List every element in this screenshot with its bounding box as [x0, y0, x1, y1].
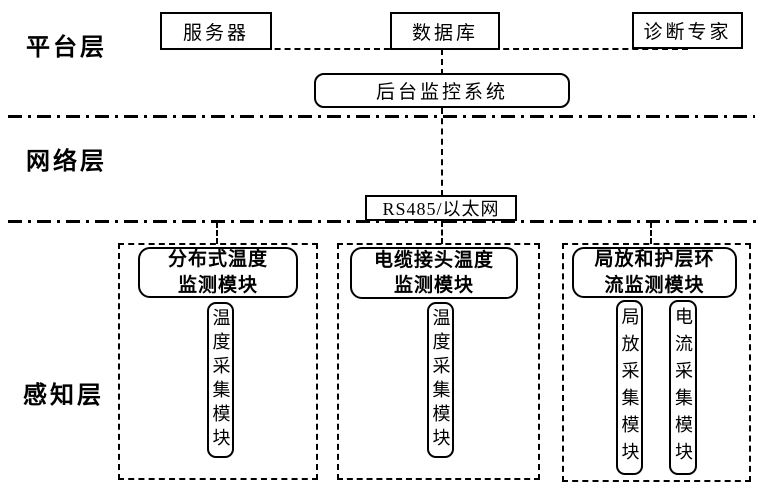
database-to-monitor-line: [441, 49, 443, 75]
collector-temp-1-label: 温度采集模块: [210, 308, 231, 452]
collector-pd-label: 局放采集模块: [619, 306, 640, 469]
database-node: 数据库: [390, 12, 500, 50]
module-group-cable-joint-temp: [337, 243, 540, 480]
bus-to-module3-line: [650, 222, 652, 244]
bus-to-module1-line: [216, 222, 218, 244]
module-header-pd-sheath-current: 局放和护层环 流监测模块: [572, 247, 737, 298]
server-node: 服务器: [160, 12, 272, 50]
bus-to-module2-line: [441, 221, 443, 244]
collector-temp-1: 温度采集模块: [207, 302, 234, 458]
collector-temp-2: 温度采集模块: [427, 302, 454, 458]
layer-label-perception: 感知层: [23, 383, 104, 409]
layer-divider-platform-network: [8, 115, 755, 118]
layer-label-platform: 平台层: [26, 35, 107, 61]
layer-label-network: 网络层: [26, 149, 107, 175]
rs485-ethernet-node: RS485/以太网: [365, 195, 517, 221]
layer-divider-network-perception: [8, 220, 757, 223]
collector-temp-2-label: 温度采集模块: [430, 308, 451, 452]
collector-pd: 局放采集模块: [616, 300, 643, 475]
diagnosis-expert-node: 诊断专家: [632, 12, 743, 49]
collector-current: 电流采集模块: [669, 300, 697, 475]
collector-current-label: 电流采集模块: [673, 306, 693, 469]
module-group-pd-sheath-current: [562, 243, 751, 482]
backend-monitor-node: 后台监控系统: [314, 73, 570, 108]
monitor-to-bus-line: [441, 108, 443, 196]
module-header-cable-joint-temp: 电缆接头温度 监测模块: [350, 247, 518, 299]
module-header-distributed-temp: 分布式温度 监测模块: [138, 247, 298, 298]
module-group-distributed-temp: [118, 243, 318, 480]
